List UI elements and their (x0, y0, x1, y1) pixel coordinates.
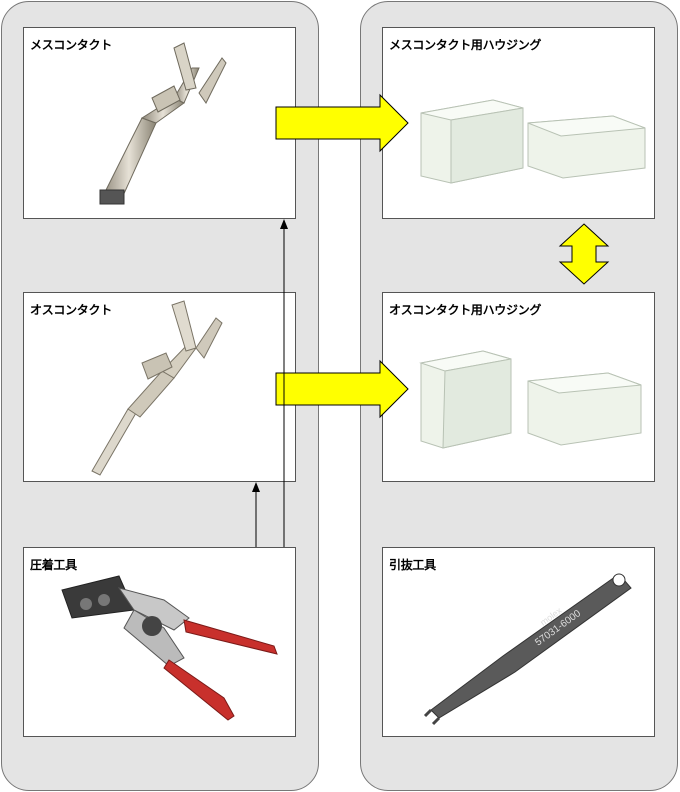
male-housing-image (419, 350, 642, 449)
female-contact-card: メスコンタクト (23, 27, 296, 219)
female-housing-image (420, 99, 646, 184)
male-contact-card: オスコンタクト (23, 292, 296, 482)
male-housing-card: オスコンタクト用ハウジング (382, 292, 655, 482)
crimp-tool-image (61, 575, 278, 721)
crimp-tool-card: 圧着工具 (23, 547, 296, 737)
card-title: メスコンタクト (30, 38, 112, 52)
extraction-tool-image: molex 57031-6000 (423, 573, 632, 726)
card-title: 引抜工具 (389, 558, 436, 572)
card-title: 圧着工具 (30, 558, 77, 572)
male-contact-image (91, 300, 223, 476)
card-title: オスコンタクト (30, 303, 112, 317)
card-title: オスコンタクト用ハウジング (389, 303, 542, 317)
female-housing-card: メスコンタクト用ハウジング (382, 27, 655, 219)
card-title: メスコンタクト用ハウジング (389, 38, 542, 52)
extraction-tool-card: 引抜工具 molex 57031-6000 (382, 547, 655, 737)
female-contact-image (99, 42, 227, 205)
